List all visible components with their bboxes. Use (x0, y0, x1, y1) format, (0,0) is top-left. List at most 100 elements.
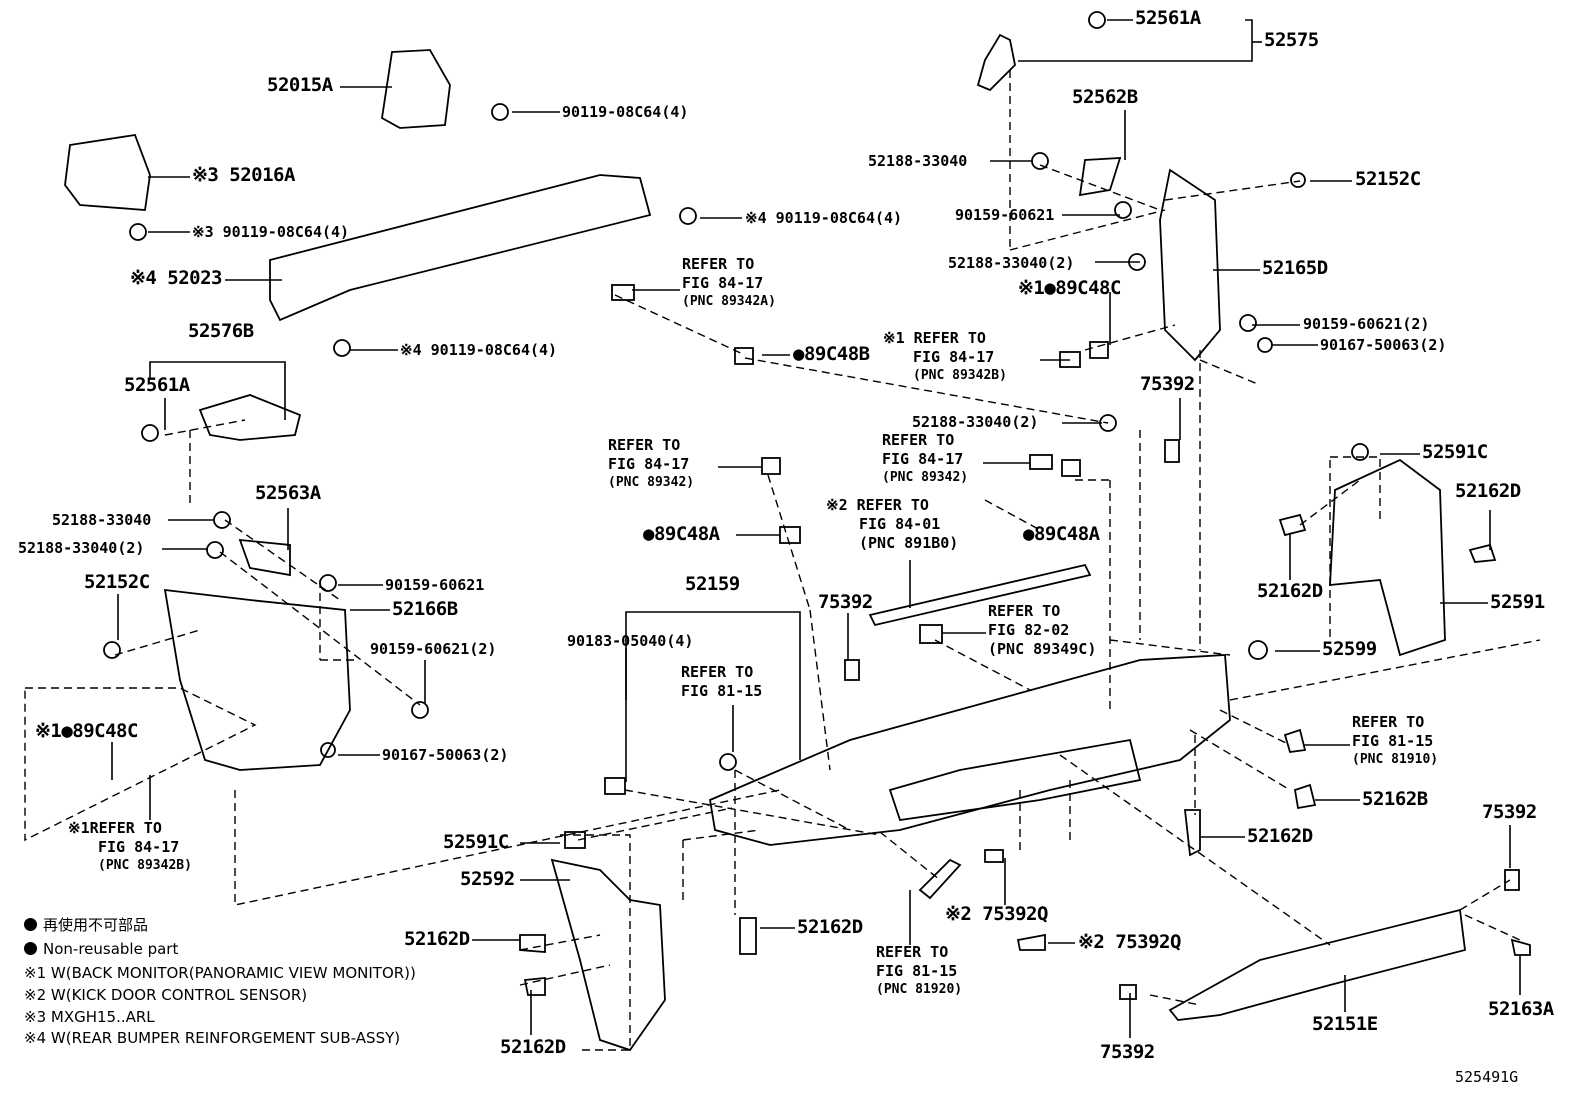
label-52165D: 52165D (1262, 257, 1328, 279)
bracket-52561A-top (976, 33, 1016, 92)
legend-en-text: Non-reusable part (43, 940, 179, 958)
refer-line1: REFER TO (681, 663, 754, 681)
label-52166B: 52166B (392, 598, 458, 620)
label-52576B: 52576B (188, 320, 254, 342)
bracket-52015A (381, 49, 451, 129)
label-52162D: 52162D (1455, 480, 1521, 502)
refer-line1: ※1 REFER TO (883, 329, 986, 347)
label-52562B: 52562B (1072, 86, 1138, 108)
label-52592: 52592 (460, 868, 515, 890)
non-reusable-dot-icon (24, 918, 37, 931)
label-52188-33040: 52188-33040(2) (18, 539, 145, 557)
refer-line2: FIG 84-17 (882, 450, 964, 468)
label-52563A: 52563A (255, 482, 321, 504)
label-52152C: 52152C (1355, 168, 1421, 190)
legend-non-reusable-en: Non-reusable part (24, 942, 178, 957)
label-52162D: 52162D (500, 1036, 566, 1058)
label-89C48A: ●89C48A (643, 523, 720, 545)
refer-ref-81920[interactable]: REFER TO FIG 81-15 (PNC 81920) (876, 943, 963, 997)
label-89C48B: ●89C48B (793, 343, 870, 365)
reinforcement-52023 (269, 174, 652, 322)
label-52152C: 52152C (84, 571, 150, 593)
label-90159-60621: 90159-60621(2) (370, 640, 497, 658)
refer-line2: FIG 81-15 (681, 682, 763, 700)
label-90119-08C64: ※4 90119-08C64(4) (745, 209, 903, 227)
label-52591C: 52591C (443, 831, 509, 853)
refer-ref-89342A[interactable]: REFER TO FIG 84-17 (PNC 89342A) (682, 255, 776, 309)
refer-line2: FIG 84-17 (608, 455, 690, 473)
label-52162B: 52162B (1362, 788, 1428, 810)
label-52599: 52599 (1322, 638, 1377, 660)
non-reusable-dot-icon (24, 942, 37, 955)
label-90167-50063: 90167-50063(2) (1320, 336, 1447, 354)
label-75392: 75392 (1140, 373, 1195, 395)
refer-ref-89349C[interactable]: REFER TO FIG 82-02 (PNC 89349C) (988, 604, 1096, 657)
refer-ref-89342B[interactable]: ※1 REFER TO FIG 84-17 (PNC 89342B) (883, 329, 1007, 383)
refer-ref-89342B[interactable]: ※1REFER TO FIG 84-17 (PNC 89342B) (68, 819, 192, 873)
legend-note-2: ※2 W(KICK DOOR CONTROL SENSOR) (24, 986, 308, 1004)
mudguard-52591 (1329, 458, 1446, 657)
bumper-cover-52159 (708, 654, 1231, 846)
refer-line3: (PNC 89342A) (682, 294, 776, 309)
refer-line2: FIG 81-15 (1352, 732, 1434, 750)
label-90119-08C64: 90119-08C64(4) (562, 103, 689, 121)
refer-ref-89342[interactable]: REFER TO FIG 84-17 (PNC 89342) (882, 433, 968, 485)
refer-line3: (PNC 89342) (608, 475, 695, 490)
legend-note-1: ※1 W(BACK MONITOR(PANORAMIC VIEW MONITOR… (24, 964, 416, 982)
refer-line3: (PNC 89349C) (988, 640, 1097, 658)
legend-note-3: ※3 MXGH15..ARL (24, 1008, 155, 1026)
label-90159-60621: 90159-60621 (955, 206, 1055, 224)
label-52188-33040: 52188-33040 (52, 511, 152, 529)
parts (64, 11, 1531, 1052)
mudguard-52592 (550, 858, 666, 1052)
side-retainer-52166B (163, 588, 351, 771)
refer-line1: ※1REFER TO (68, 819, 162, 837)
refer-line2: FIG 84-17 (98, 838, 180, 856)
label-89C48C: ※1●89C48C (1018, 277, 1121, 299)
refer-line2: FIG 84-01 (859, 515, 941, 533)
bracket-52576B (198, 394, 302, 441)
refer-line1: REFER TO (608, 436, 681, 454)
label-75392Q: ※2 75392Q (945, 903, 1048, 925)
refer-ref-81910[interactable]: REFER TO FIG 81-15 (PNC 81910) (1352, 715, 1439, 767)
label-90119-08C64: ※3 90119-08C64(4) (192, 223, 350, 241)
refer-line2: FIG 84-17 (913, 348, 995, 366)
label-89C48C: ※1●89C48C (35, 720, 138, 742)
label-52162D: 52162D (797, 916, 863, 938)
label-52591: 52591 (1490, 591, 1545, 613)
label-75392: 75392 (818, 591, 873, 613)
label-90183-05040: 90183-05040(4) (567, 632, 694, 650)
sensor-bracket-891B0 (868, 563, 1092, 627)
legend-note-4: ※4 W(REAR BUMPER REINFORGEMENT SUB-ASSY) (24, 1029, 401, 1047)
label-52163A: 52163A (1488, 998, 1554, 1020)
refer-line3: (PNC 891B0) (859, 534, 959, 552)
label-52188-33040: 52188-33040(2) (912, 413, 1039, 431)
bracket-52563A (238, 538, 291, 577)
legend-jp-text: 再使用不可部品 (43, 916, 149, 934)
legend-non-reusable-jp: 再使用不可部品 (24, 918, 148, 933)
refer-line1: ※2 REFER TO (826, 496, 929, 514)
refer-line3: (PNC 89342B) (98, 858, 192, 873)
label-75392Q: ※2 75392Q (1078, 931, 1181, 953)
leader-lines (111, 19, 1521, 1038)
refer-ref-89342[interactable]: REFER TO FIG 84-17 (PNC 89342) (608, 436, 695, 490)
dashed-assembly-lines (24, 70, 1541, 1051)
refer-ref-891B0[interactable]: ※2 REFER TO FIG 84-01 (PNC 891B0) (826, 498, 958, 551)
refer-line1: REFER TO (876, 943, 949, 961)
refer-ref-fig81-15[interactable]: REFER TO FIG 81-15 (681, 665, 762, 699)
label-52188-33040: 52188-33040(2) (948, 254, 1075, 272)
label-52015A: 52015A (267, 74, 333, 96)
label-52591C: 52591C (1422, 441, 1488, 463)
side-retainer-52165D (1159, 168, 1221, 362)
refer-line3: (PNC 81920) (876, 982, 963, 997)
refer-line3: (PNC 81910) (1352, 752, 1439, 767)
label-52561A: 52561A (124, 374, 190, 396)
label-75392: 75392 (1482, 801, 1537, 823)
label-90159-60621: 90159-60621(2) (1303, 315, 1430, 333)
refer-line1: REFER TO (682, 255, 755, 273)
refer-line2: FIG 81-15 (876, 962, 958, 980)
label-90167-50063: 90167-50063(2) (382, 746, 509, 764)
clip-52561A (1088, 11, 1106, 29)
